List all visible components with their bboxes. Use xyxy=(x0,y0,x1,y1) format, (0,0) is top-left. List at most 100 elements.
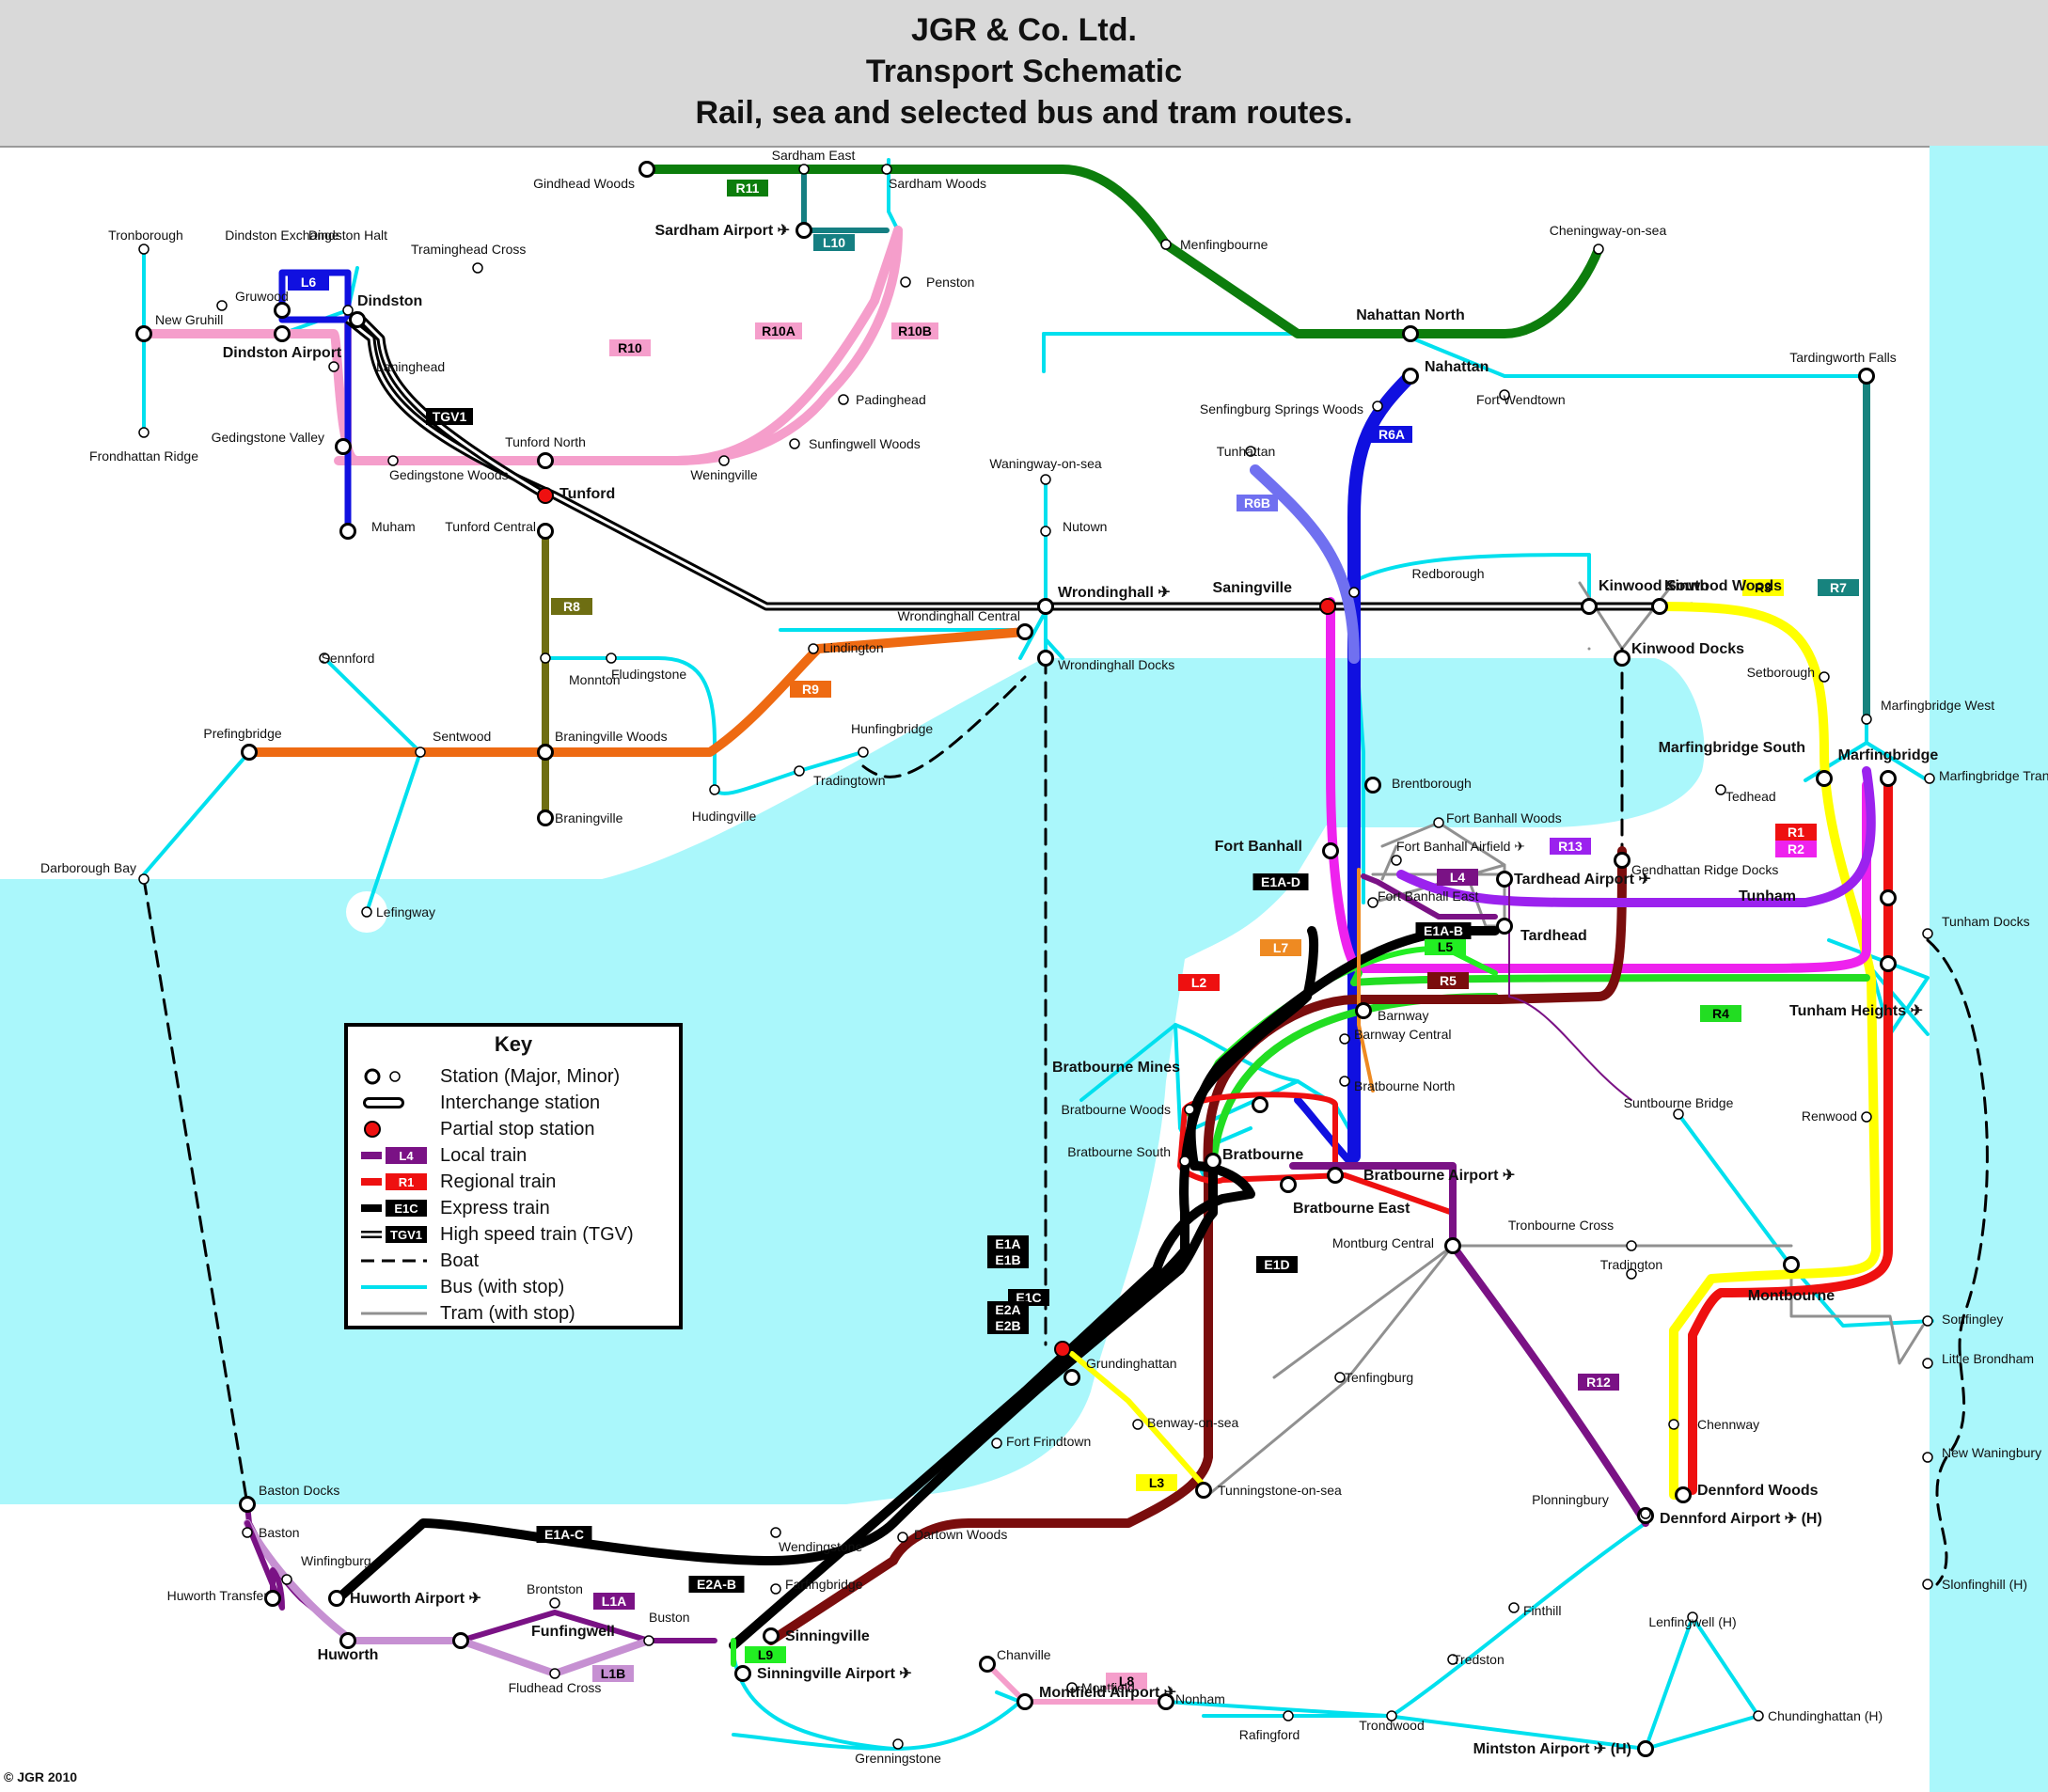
station-marker-fort-frindtown[interactable] xyxy=(1334,1372,1346,1383)
station-marker-sennford[interactable] xyxy=(319,652,330,664)
station-marker-bratbourne-woods[interactable] xyxy=(1184,1104,1195,1115)
station-marker-monnton[interactable] xyxy=(540,652,551,664)
station-marker-dindston[interactable] xyxy=(349,311,366,328)
station-marker-renwood[interactable] xyxy=(1861,1111,1872,1123)
station-marker-wrondinghall-docks[interactable] xyxy=(1037,650,1054,667)
station-marker-cheningway-on-sea[interactable] xyxy=(1593,244,1604,255)
station-marker-tardhead[interactable] xyxy=(1496,918,1513,935)
station-marker-winfingburg[interactable] xyxy=(242,1527,253,1538)
station-marker-farfingbridge[interactable] xyxy=(770,1527,781,1538)
station-marker-gedingstone-valley[interactable] xyxy=(335,438,352,455)
station-marker-little-brondham[interactable] xyxy=(1922,1358,1933,1369)
station-marker-station-127[interactable] xyxy=(1637,1740,1654,1757)
station-marker-baston[interactable] xyxy=(239,1496,256,1513)
station-marker-tardhead-airport[interactable] xyxy=(1496,871,1513,888)
station-marker-prefingbridge[interactable] xyxy=(241,744,258,761)
station-marker-fludhead-cross[interactable] xyxy=(643,1635,654,1646)
station-marker-new-gruhill[interactable] xyxy=(135,325,152,342)
station-marker-muham[interactable] xyxy=(339,523,356,540)
station-marker-brentborough[interactable] xyxy=(1364,777,1381,794)
station-marker-tunhattan[interactable] xyxy=(1245,446,1256,457)
station-marker-saningville[interactable] xyxy=(1319,598,1336,615)
station-marker-bratbourne-south[interactable] xyxy=(1179,1155,1190,1167)
station-marker-dindston-halt[interactable] xyxy=(342,305,354,316)
station-marker-menfingbourne[interactable] xyxy=(1160,239,1172,250)
station-marker-fort-banhall-woods[interactable] xyxy=(1433,817,1444,828)
station-marker-lenfingwell-h[interactable] xyxy=(1508,1602,1520,1613)
station-marker-rafingford[interactable] xyxy=(892,1738,904,1750)
station-marker-slonfinghill-h[interactable] xyxy=(1922,1579,1933,1590)
station-marker-tenfingburg[interactable] xyxy=(1132,1419,1143,1430)
station-marker-fort-banhall-east[interactable] xyxy=(1367,897,1378,908)
station-marker-barnway-central[interactable] xyxy=(1339,1033,1350,1045)
station-marker-new-waningbury[interactable] xyxy=(1922,1452,1933,1463)
station-marker-grenningstone[interactable] xyxy=(1158,1693,1174,1710)
station-marker-dennford-airport-h[interactable] xyxy=(1675,1486,1692,1503)
station-marker-dartown-woods[interactable] xyxy=(1640,1508,1651,1519)
station-marker-fort-banhall-airfield[interactable] xyxy=(1391,855,1402,866)
station-marker-funfingwell[interactable] xyxy=(549,1597,560,1609)
station-marker-gedingstone-woods[interactable] xyxy=(387,455,399,466)
station-marker-fort-wendtown[interactable] xyxy=(1499,389,1510,401)
station-marker-tredston[interactable] xyxy=(1386,1710,1397,1721)
station-marker-tunningstone-on-sea[interactable] xyxy=(991,1438,1002,1449)
station-marker-setborough[interactable] xyxy=(1819,671,1830,683)
station-marker-trondwood[interactable] xyxy=(1283,1710,1294,1721)
station-marker-dindston-exchange[interactable] xyxy=(274,302,291,319)
station-marker-suntbourne-bridge[interactable] xyxy=(1673,1108,1684,1120)
station-marker-montfield-airport[interactable] xyxy=(979,1656,996,1673)
station-marker-marfingbridge[interactable] xyxy=(1880,770,1897,787)
station-marker-sardham-airport[interactable] xyxy=(796,222,812,239)
station-marker-kinwood-woods[interactable] xyxy=(1651,598,1668,615)
station-marker-marfingbridge-transfer[interactable] xyxy=(1924,773,1935,784)
station-marker-tunham-docks[interactable] xyxy=(1922,928,1933,939)
station-marker-dindston-airport[interactable] xyxy=(274,325,291,342)
station-marker-tradington[interactable] xyxy=(1626,1268,1637,1280)
station-marker-huworth-transfer[interactable] xyxy=(281,1574,292,1585)
station-marker-wrondinghall[interactable] xyxy=(1037,598,1054,615)
station-marker-chundinghattan-h[interactable] xyxy=(1687,1611,1698,1623)
station-marker-gruwood[interactable] xyxy=(216,300,228,311)
station-marker-sinningville-airport[interactable] xyxy=(763,1627,780,1644)
station-marker-nutown[interactable] xyxy=(1040,526,1051,537)
station-marker-brontston[interactable] xyxy=(339,1632,356,1649)
station-marker-sonfingley[interactable] xyxy=(1922,1315,1933,1327)
station-marker-bratbourne[interactable] xyxy=(1205,1153,1221,1170)
station-marker-tunford-central[interactable] xyxy=(537,523,554,540)
station-marker-montfield[interactable] xyxy=(1016,1693,1033,1710)
station-marker-tronborough[interactable] xyxy=(138,244,150,255)
station-marker-tronbourne-cross[interactable] xyxy=(1626,1240,1637,1251)
station-marker-montbourne[interactable] xyxy=(1783,1256,1800,1273)
station-marker-mintston-airport-h[interactable] xyxy=(1753,1710,1764,1721)
station-marker-braningville-woods[interactable] xyxy=(537,744,554,761)
station-marker-finthill[interactable] xyxy=(1447,1654,1458,1665)
station-marker-penston[interactable] xyxy=(900,276,911,288)
station-marker-kinwood-docks[interactable] xyxy=(1614,650,1631,667)
station-marker-bratbourne-east[interactable] xyxy=(1280,1176,1297,1193)
station-marker-marfingbridge-south[interactable] xyxy=(1816,770,1833,787)
station-marker-huworth-airport[interactable] xyxy=(264,1590,281,1607)
station-marker-darborough-bay[interactable] xyxy=(138,873,150,885)
station-marker-tedhead[interactable] xyxy=(1715,784,1726,795)
station-marker-sunfingwell-woods[interactable] xyxy=(789,438,800,449)
station-marker-chennway[interactable] xyxy=(1195,1482,1212,1499)
station-marker-tunham-heights[interactable] xyxy=(1880,955,1897,972)
station-marker-weningville[interactable] xyxy=(718,455,730,466)
station-marker-waningway-on-sea[interactable] xyxy=(1040,474,1051,485)
station-marker-nahattan[interactable] xyxy=(1402,368,1419,385)
station-marker-chanville[interactable] xyxy=(549,1668,560,1679)
station-marker-tradingtown[interactable] xyxy=(794,765,805,777)
station-marker-tardingworth-falls[interactable] xyxy=(1858,368,1875,385)
station-marker-dennford-woods[interactable] xyxy=(1668,1419,1679,1430)
station-marker-lefingway[interactable] xyxy=(361,906,372,918)
station-marker-grundinghattan[interactable] xyxy=(1054,1341,1071,1358)
station-marker-barnway[interactable] xyxy=(1355,1002,1372,1019)
station-marker-tunford-north[interactable] xyxy=(537,452,554,469)
station-marker-tunham[interactable] xyxy=(1880,889,1897,906)
station-marker-huworth[interactable] xyxy=(328,1590,345,1607)
station-marker-nahattan-north[interactable] xyxy=(1402,325,1419,342)
station-marker-tunford[interactable] xyxy=(537,487,554,504)
station-marker-sinningville[interactable] xyxy=(770,1583,781,1595)
station-marker-gendhattan-ridge-docks[interactable] xyxy=(1614,852,1631,869)
